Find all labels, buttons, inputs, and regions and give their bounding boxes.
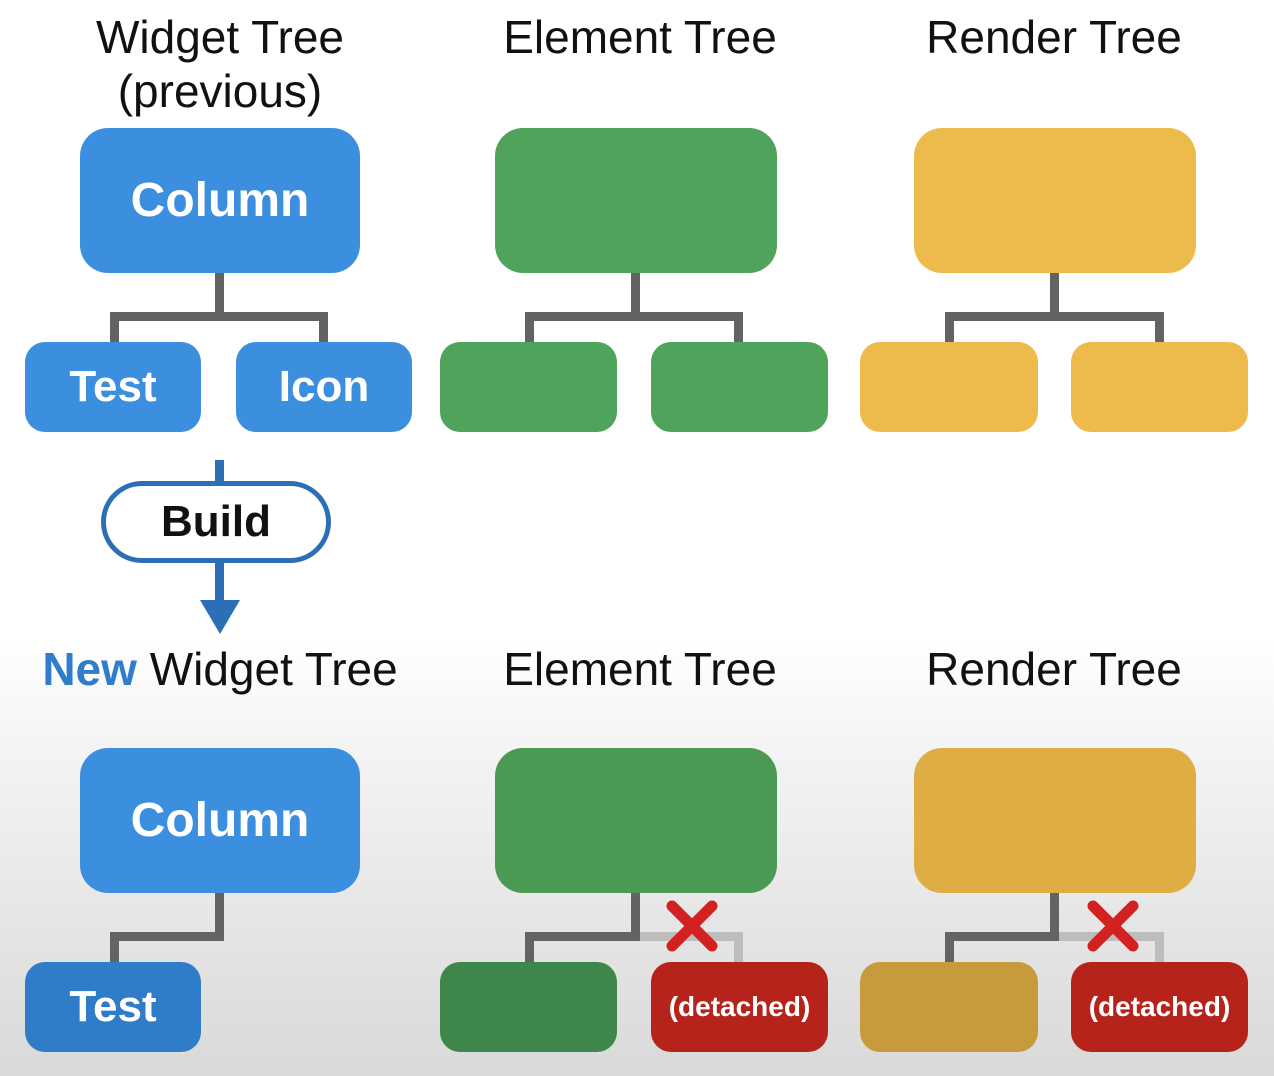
- test-node-top: Test: [25, 342, 201, 432]
- render-top-connector-right: [1155, 312, 1164, 344]
- new-widget-tree-title: New Widget Tree: [20, 642, 420, 696]
- element-bottom-removed-connector-right: [734, 932, 743, 964]
- build-arrow-shaft-bottom: [215, 562, 224, 602]
- element-left-node-bottom: [440, 962, 617, 1052]
- render-left-node-top: [860, 342, 1038, 432]
- widget-bottom-connector-horizontal: [110, 932, 224, 941]
- render-tree-title-top: Render Tree: [926, 11, 1182, 63]
- element-bottom-connector-horizontal: [525, 932, 640, 941]
- element-tree-title-bottom: Element Tree: [503, 643, 777, 695]
- render-root-node-bottom: [914, 748, 1196, 893]
- element-right-node-top: [651, 342, 828, 432]
- build-label: Build: [101, 481, 331, 563]
- new-word: New: [42, 643, 137, 695]
- render-detached-node: (detached): [1071, 962, 1248, 1052]
- widget-top-connector-right: [319, 312, 328, 344]
- element-left-node-top: [440, 342, 617, 432]
- widget-bottom-connector-left: [110, 932, 119, 964]
- render-top-connector-vertical: [1050, 272, 1059, 320]
- element-detached-node: (detached): [651, 962, 828, 1052]
- element-top-connector-vertical: [631, 272, 640, 320]
- render-top-connector-left: [945, 312, 954, 344]
- column-node-top: Column: [80, 128, 360, 273]
- element-root-node-bottom: [495, 748, 777, 893]
- widget-tree-previous-title: Widget Tree (previous): [96, 11, 344, 117]
- element-root-node-top: [495, 128, 777, 273]
- render-root-node-top: [914, 128, 1196, 273]
- build-arrow-shaft-top: [215, 460, 224, 484]
- icon-node-top: Icon: [236, 342, 412, 432]
- render-left-node-bottom: [860, 962, 1038, 1052]
- element-bottom-removed-connector-horizontal: [636, 932, 743, 941]
- element-bottom-connector-left: [525, 932, 534, 964]
- render-tree-title-bottom: Render Tree: [926, 643, 1182, 695]
- render-right-node-top: [1071, 342, 1248, 432]
- widget-top-connector-horizontal: [110, 312, 328, 321]
- element-bottom-connector-vertical: [631, 890, 640, 940]
- render-bottom-connector-horizontal: [945, 932, 1059, 941]
- widget-top-connector-left: [110, 312, 119, 344]
- render-bottom-connector-vertical: [1050, 890, 1059, 940]
- widget-tree-word: Widget Tree: [149, 643, 398, 695]
- element-top-connector-right: [734, 312, 743, 344]
- element-top-connector-horizontal: [525, 312, 743, 321]
- render-top-connector-horizontal: [945, 312, 1164, 321]
- element-tree-title-top: Element Tree: [503, 11, 777, 63]
- render-bottom-connector-left: [945, 932, 954, 964]
- widget-bottom-connector-vertical: [215, 890, 224, 940]
- element-top-connector-left: [525, 312, 534, 344]
- render-bottom-removed-connector-right: [1155, 932, 1164, 964]
- widget-top-connector-vertical: [215, 272, 224, 320]
- test-node-bottom: Test: [25, 962, 201, 1052]
- column-node-bottom: Column: [80, 748, 360, 893]
